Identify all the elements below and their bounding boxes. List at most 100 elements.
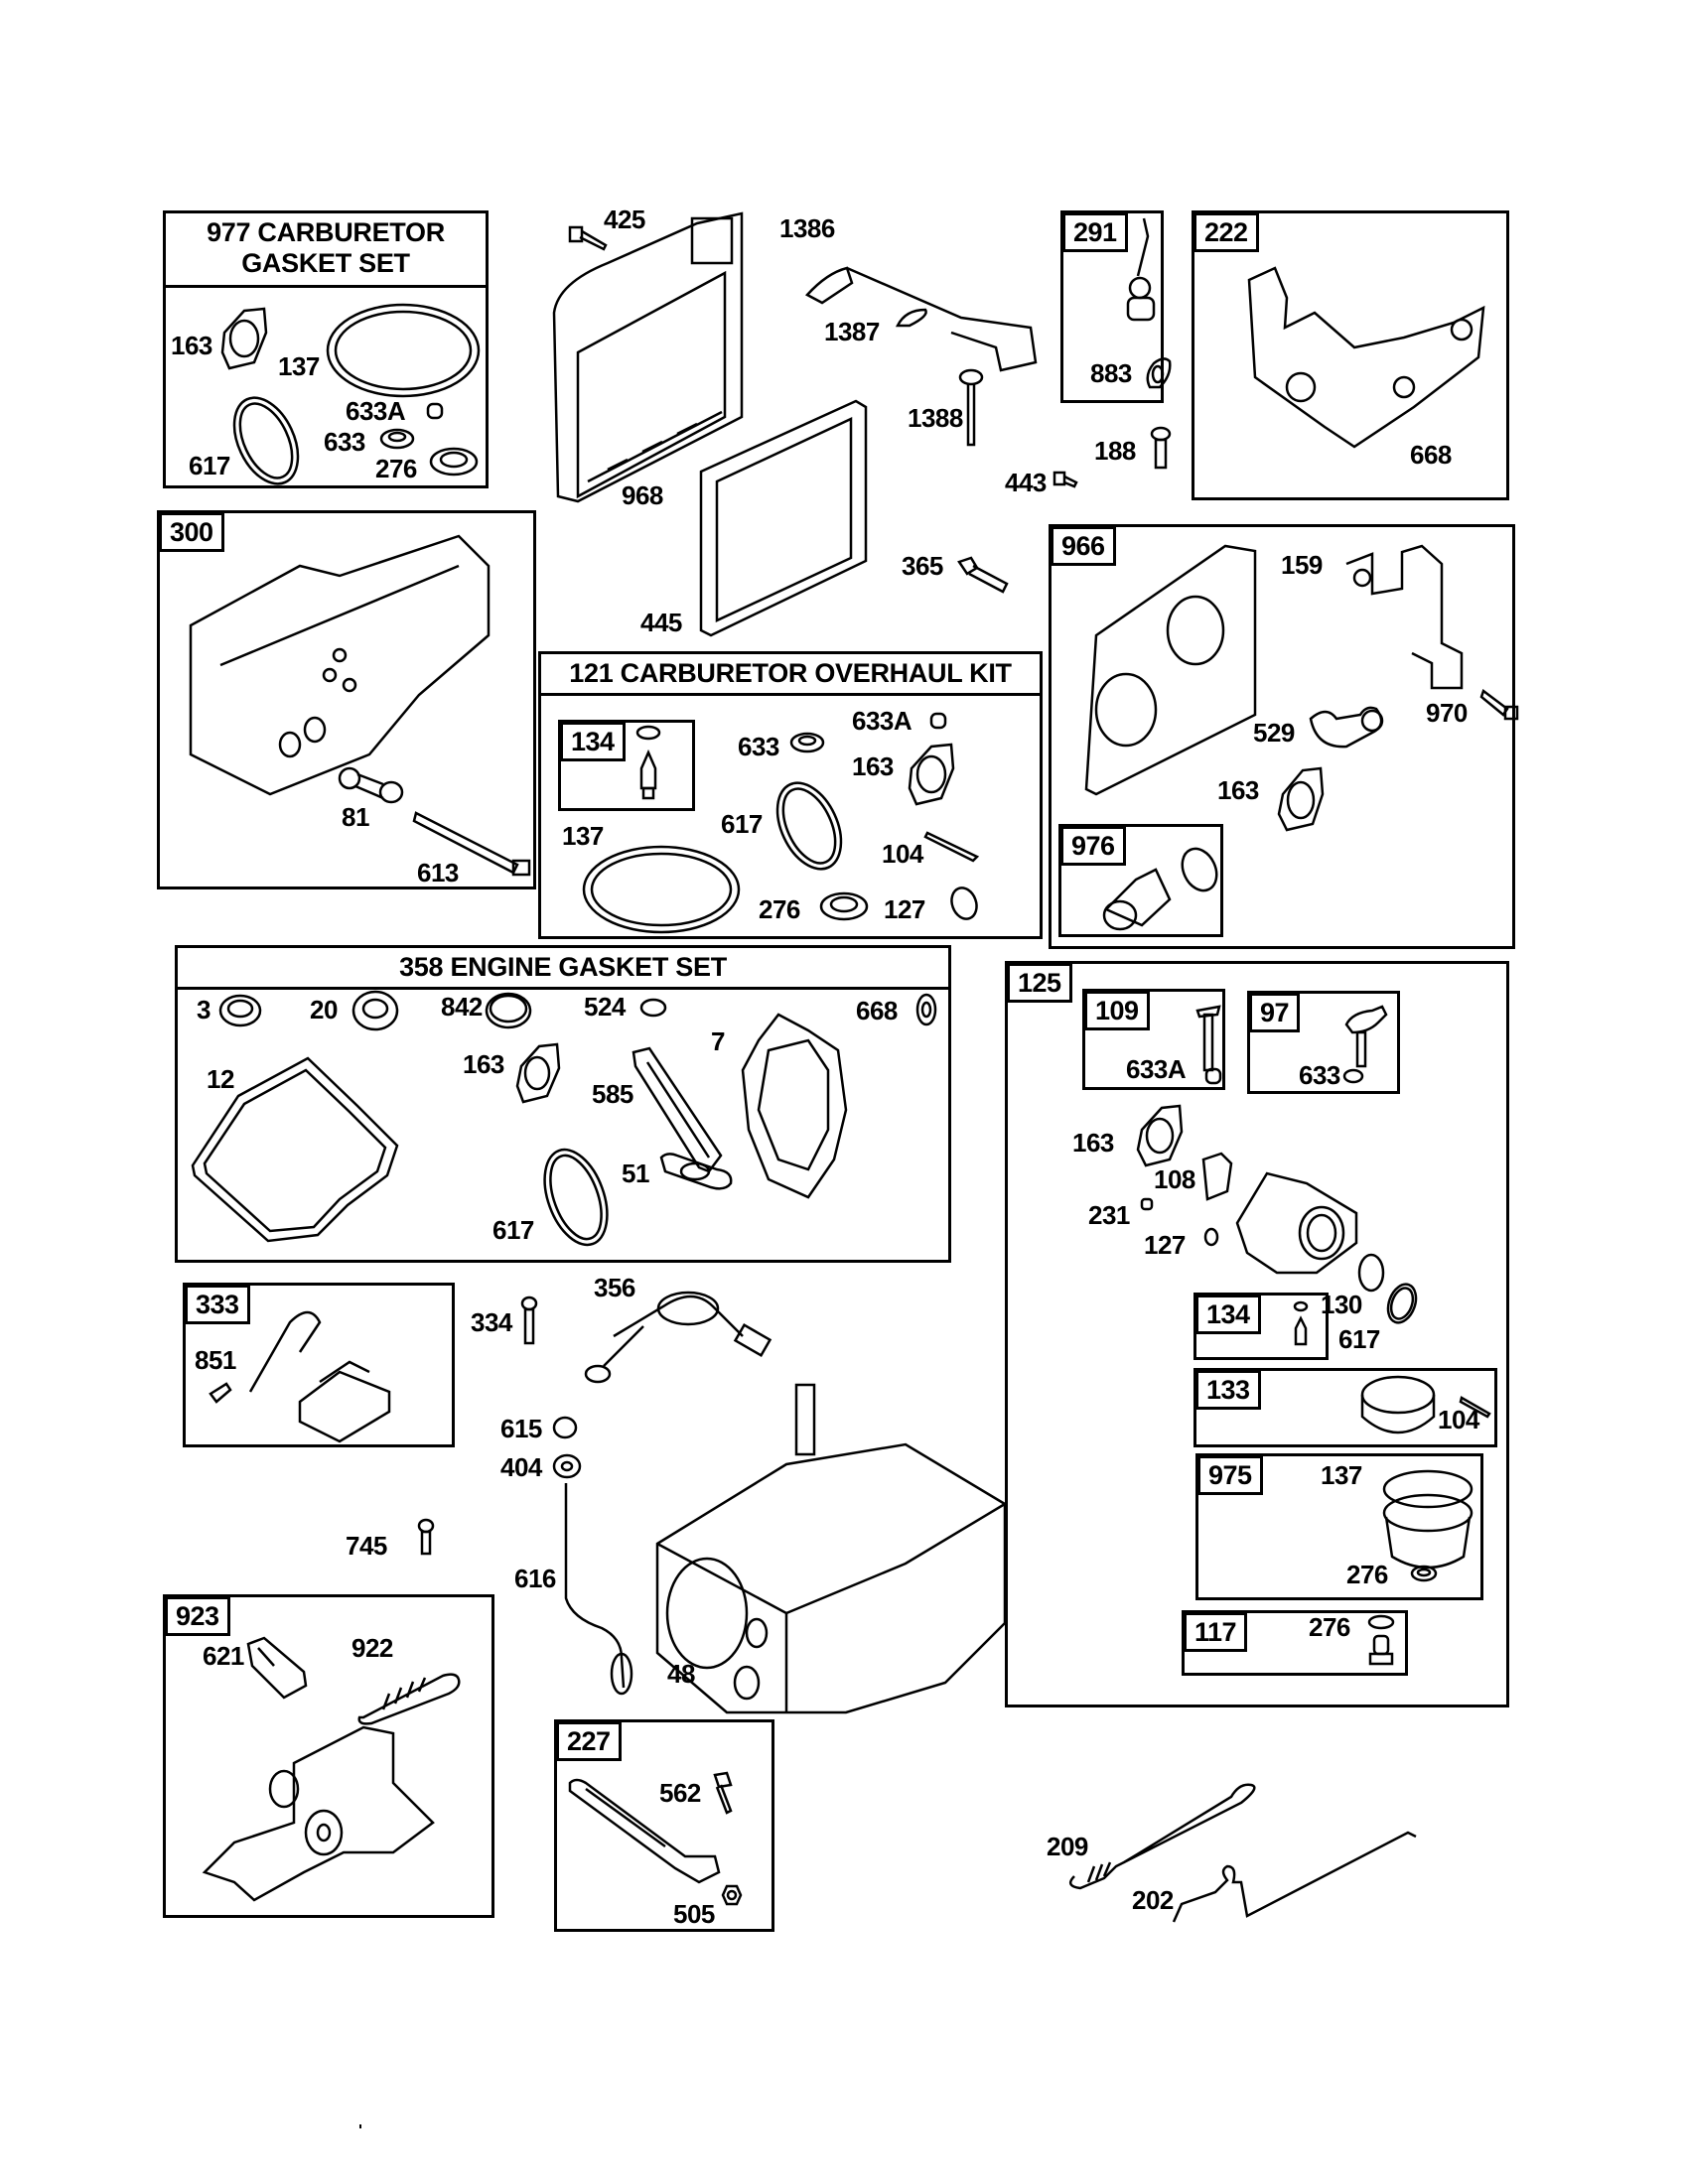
label-276: 276: [375, 454, 417, 483]
label-633A-overhaul: 633A: [852, 706, 912, 736]
oring-524-icon: [639, 997, 667, 1019]
seal-633A-icon: [425, 401, 445, 421]
label-7: 7: [711, 1026, 725, 1056]
label-617-overhaul: 617: [721, 809, 763, 839]
label-1388: 1388: [908, 403, 963, 433]
label-425: 425: [604, 205, 645, 234]
label-48: 48: [667, 1659, 695, 1689]
kit-121-title: 121 CARBURETOR OVERHAUL KIT: [541, 654, 1040, 696]
tag-291: 291: [1062, 212, 1128, 252]
seal-668-icon: [915, 993, 937, 1026]
washer-404-icon: [552, 1453, 582, 1479]
washer-633-97-icon: [1342, 1068, 1364, 1084]
oring-617-gasket-icon: [536, 1142, 616, 1253]
head-gasket-7-icon: [739, 1011, 850, 1201]
tag-975: 975: [1197, 1455, 1263, 1495]
tag-923: 923: [165, 1596, 230, 1636]
assembly-133: 133: [1193, 1368, 1497, 1447]
label-529: 529: [1253, 718, 1295, 748]
needle-valve-134-icon: [633, 725, 663, 804]
carburetor-body-icon: [1227, 1163, 1366, 1281]
crankcase-48-icon: [647, 1383, 1015, 1714]
assembly-97: 97: [1247, 991, 1400, 1094]
label-922: 922: [351, 1633, 393, 1663]
kit-977-carburetor-gasket-set: 977 CARBURETOR GASKET SET: [163, 210, 489, 488]
seal-3-icon: [218, 993, 262, 1028]
label-163-966: 163: [1217, 775, 1259, 805]
choke-shaft-97-icon: [1342, 1003, 1388, 1072]
label-104-133: 104: [1438, 1405, 1479, 1434]
label-365: 365: [902, 551, 943, 581]
bolt-425-icon: [568, 223, 610, 253]
tag-134-overhaul: 134: [560, 722, 626, 761]
air-intake-966-icon: [1076, 536, 1275, 799]
label-1387: 1387: [824, 317, 880, 346]
gasket-51-icon: [657, 1152, 737, 1191]
label-356: 356: [594, 1273, 635, 1302]
pin-104-overhaul-icon: [923, 827, 983, 863]
assembly-923: 923: [163, 1594, 494, 1918]
assembly-975: 975: [1195, 1453, 1483, 1600]
primer-291-icon: [1124, 216, 1158, 322]
label-617-gasket: 617: [492, 1215, 534, 1245]
oring-617-icon: [226, 389, 306, 493]
label-127-125: 127: [1144, 1230, 1186, 1260]
label-633: 633: [324, 427, 365, 457]
kit-358-engine-gasket-set: 358 ENGINE GASKET SET: [175, 945, 951, 1263]
label-621: 621: [203, 1641, 244, 1671]
wire-356-icon: [584, 1287, 777, 1386]
label-163-overhaul: 163: [852, 751, 894, 781]
label-104-overhaul: 104: [882, 839, 923, 869]
label-108: 108: [1154, 1164, 1195, 1194]
bearing-20-icon: [351, 989, 399, 1032]
ignition-armature-333-icon: [230, 1302, 409, 1443]
label-3: 3: [197, 995, 210, 1024]
label-883: 883: [1090, 358, 1132, 388]
sub-assembly-134-overhaul: 134: [558, 720, 695, 811]
kit-977-title: 977 CARBURETOR GASKET SET: [166, 213, 486, 288]
label-276-overhaul: 276: [759, 894, 800, 924]
ring-137-overhaul-icon: [580, 842, 744, 936]
throttle-shaft-109-icon: [1193, 1003, 1223, 1074]
tag-227: 227: [556, 1721, 622, 1761]
label-968: 968: [622, 480, 663, 510]
gasket-163-gasket-icon: [511, 1040, 563, 1106]
needle-valve-134b-icon: [1291, 1298, 1311, 1354]
assembly-227: 227: [554, 1719, 774, 1932]
decal-130-icon: [1356, 1253, 1386, 1293]
label-404: 404: [500, 1452, 542, 1482]
grommet-615-icon: [552, 1416, 578, 1439]
washer-276-overhaul-icon: [819, 891, 869, 921]
scan-speck: [359, 2124, 361, 2128]
washer-633-icon: [379, 427, 415, 451]
muffler-300-icon: [171, 526, 518, 804]
bolt-365-icon: [955, 556, 1011, 596]
assembly-300: 300: [157, 510, 536, 889]
tag-966: 966: [1051, 526, 1116, 566]
label-1386: 1386: [779, 213, 835, 243]
tag-300: 300: [159, 512, 224, 552]
bolt-443-icon: [1052, 471, 1078, 488]
label-137: 137: [278, 351, 320, 381]
bowl-nut-117-icon: [1366, 1614, 1396, 1668]
assembly-333: 333: [183, 1283, 455, 1447]
label-137-975: 137: [1321, 1460, 1362, 1490]
gasket-883-icon: [1144, 355, 1172, 391]
crankcase-gasket-12-icon: [189, 1056, 399, 1245]
label-505: 505: [673, 1899, 715, 1929]
label-617: 617: [189, 451, 230, 480]
ground-clip-851-icon: [207, 1380, 232, 1406]
spring-922-icon: [353, 1666, 465, 1725]
label-188: 188: [1094, 436, 1136, 466]
plug-127-overhaul-icon: [948, 884, 980, 923]
control-bracket-222-icon: [1245, 266, 1493, 457]
bolt-613-icon: [412, 809, 536, 879]
label-616: 616: [514, 1564, 556, 1593]
seal-633A-109-icon: [1203, 1066, 1223, 1086]
governor-link-1386-icon: [802, 233, 1051, 377]
gasket-163-125-icon: [1132, 1102, 1188, 1169]
label-163-gasket: 163: [463, 1049, 504, 1079]
screw-188-icon: [1150, 426, 1172, 471]
label-633-overhaul: 633: [738, 732, 779, 761]
float-133-icon: [1358, 1373, 1438, 1440]
